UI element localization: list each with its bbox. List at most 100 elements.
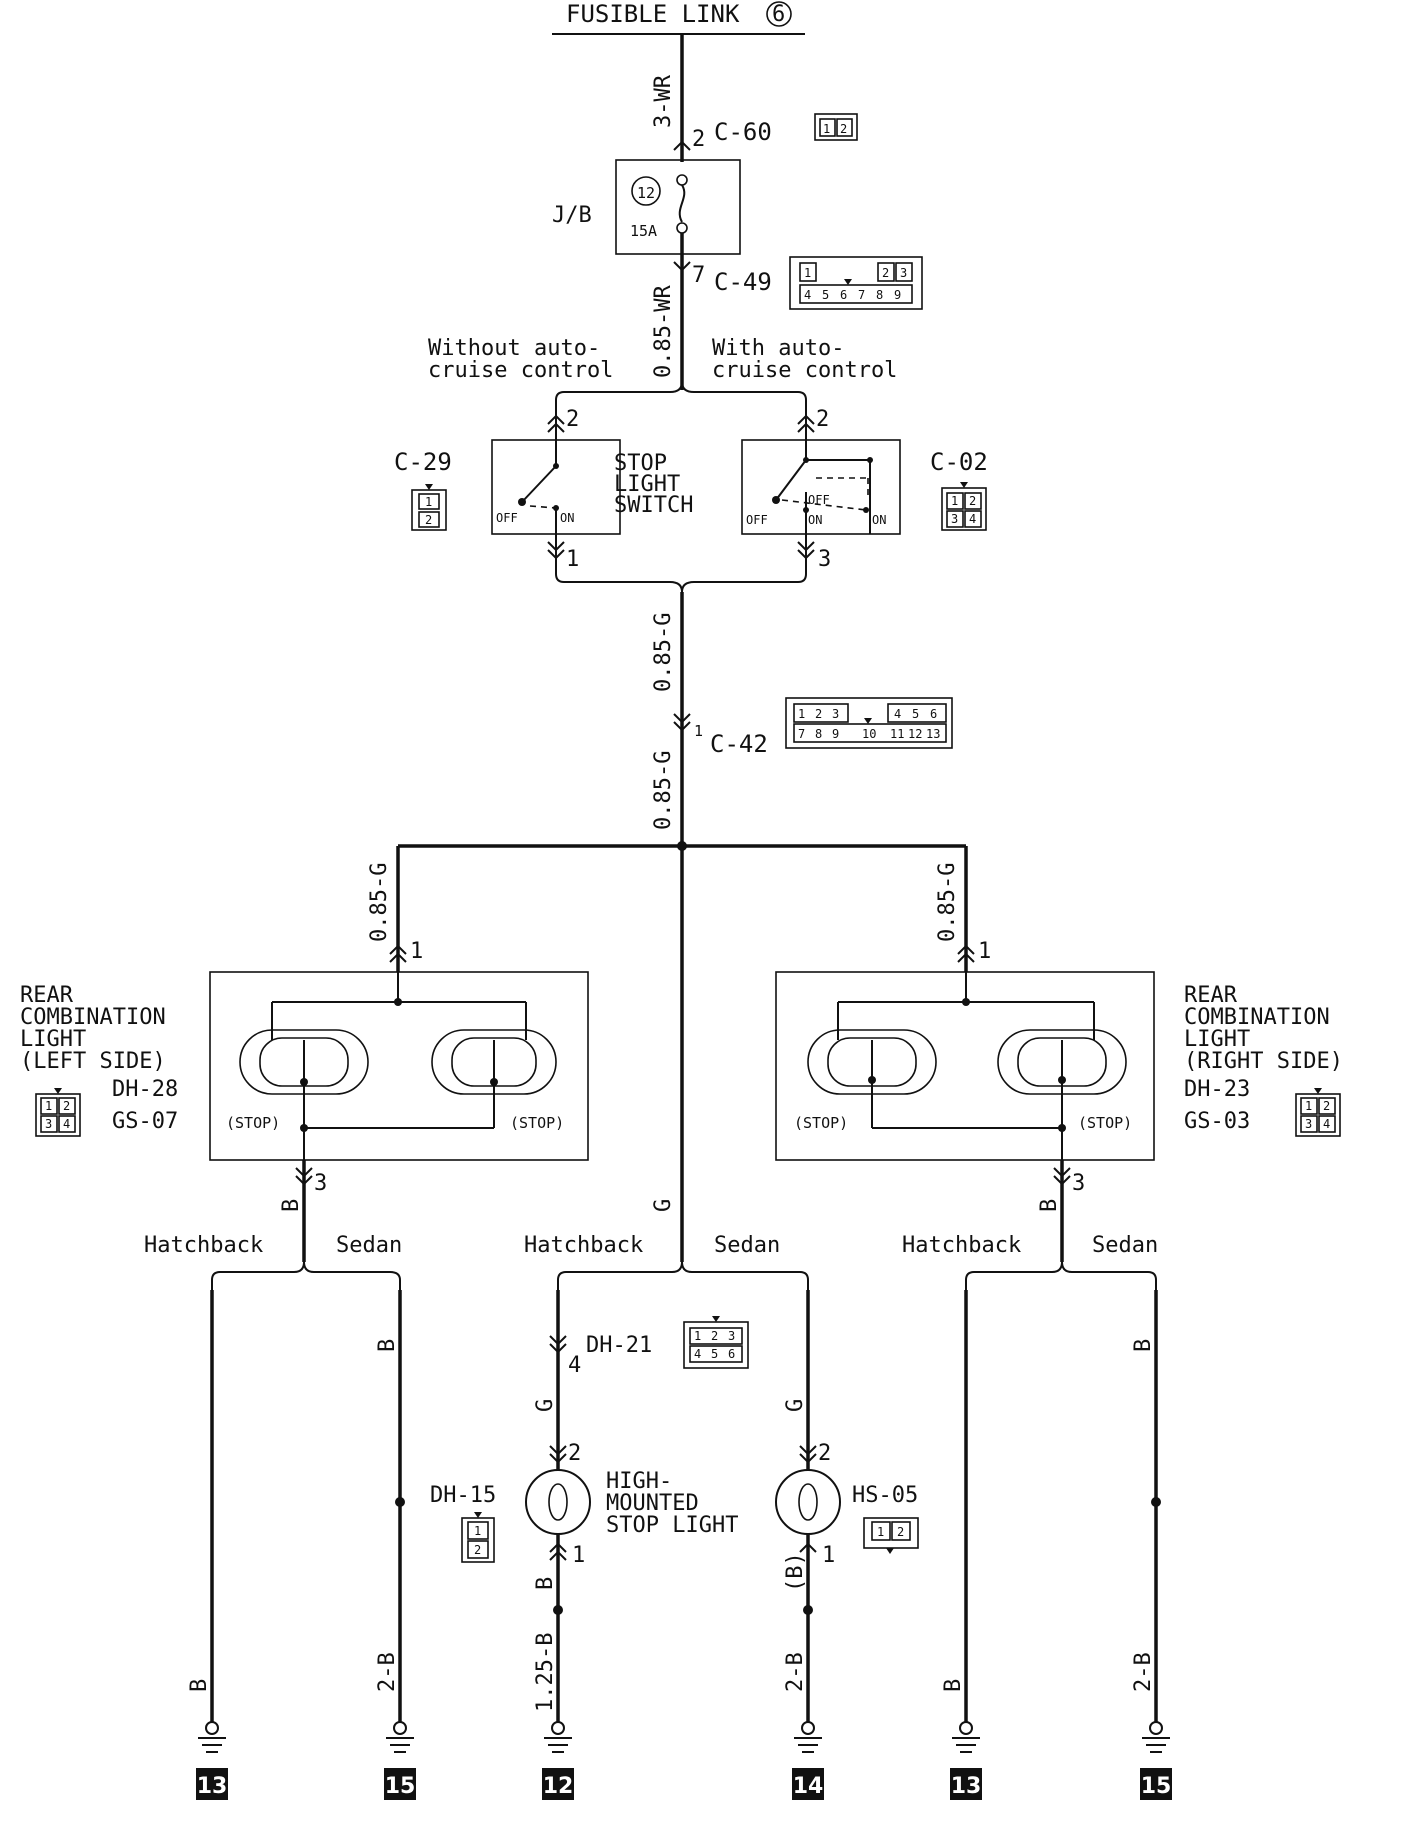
svg-text:3: 3 bbox=[818, 547, 831, 572]
svg-text:3: 3 bbox=[951, 512, 958, 526]
svg-text:1: 1 bbox=[823, 122, 830, 136]
svg-text:10: 10 bbox=[862, 727, 876, 741]
option-with-line1: With auto- bbox=[712, 336, 844, 361]
svg-text:ON: ON bbox=[560, 511, 574, 525]
svg-text:3: 3 bbox=[728, 1329, 735, 1343]
fusible-link-title: FUSIBLE LINK bbox=[566, 0, 740, 28]
rear-combination-light-left: (STOP) (STOP) bbox=[209, 971, 589, 1161]
high-mount-label-3: STOP LIGHT bbox=[606, 1513, 738, 1538]
connector-c60-label: C-60 bbox=[714, 118, 772, 146]
svg-text:6: 6 bbox=[728, 1347, 735, 1361]
rear-left-label-2: COMBINATION bbox=[20, 1005, 166, 1030]
rear-right-label-3: LIGHT bbox=[1184, 1027, 1250, 1052]
stop-switch-label-1: STOP bbox=[614, 451, 667, 476]
fuse-number-circle bbox=[631, 176, 661, 206]
option-brace-bottom bbox=[555, 562, 807, 593]
fusible-link-header: FUSIBLE LINK 6 bbox=[552, 0, 805, 35]
svg-text:2: 2 bbox=[566, 407, 579, 432]
rear-right-conn2: GS-03 bbox=[1184, 1109, 1250, 1134]
high-mount-label-1: HIGH- bbox=[606, 1469, 672, 1494]
svg-text:1: 1 bbox=[1305, 1099, 1312, 1113]
rear-left-label-1: REAR bbox=[20, 983, 74, 1008]
ground-number: 15 bbox=[385, 1774, 416, 1799]
ground-number-box bbox=[950, 1768, 982, 1800]
connector-arrow-c49 bbox=[673, 261, 691, 272]
wire-label-0-85-g-2: 0.85-G bbox=[651, 751, 676, 830]
fuse-terminal-top bbox=[676, 174, 688, 186]
connector-c42-icon: 1 2 3 4 5 6 7 8 9 10 11 12 13 bbox=[785, 697, 953, 749]
svg-text:13: 13 bbox=[926, 727, 940, 741]
svg-text:8: 8 bbox=[815, 727, 822, 741]
connector-c02-label: C-02 bbox=[930, 448, 988, 476]
wire-label-high-mount-gnd: 1.25-B bbox=[533, 1633, 558, 1712]
rear-right-connector-icon: 1 2 3 4 bbox=[1295, 1088, 1341, 1137]
svg-text:4: 4 bbox=[804, 288, 811, 302]
wire-label-hatchback-right: B bbox=[941, 1679, 966, 1692]
svg-text:7: 7 bbox=[798, 727, 805, 741]
ground-1: 15 bbox=[384, 1721, 416, 1800]
svg-text:4: 4 bbox=[694, 1347, 701, 1361]
option-with-line2: cruise control bbox=[712, 358, 897, 383]
svg-text:3: 3 bbox=[45, 1117, 52, 1131]
connector-c49-icon: 1 2 3 4 5 6 7 8 9 bbox=[789, 256, 923, 310]
svg-text:9: 9 bbox=[894, 288, 901, 302]
connector-hs05-label: HS-05 bbox=[852, 1483, 918, 1508]
ground-3: 14 bbox=[792, 1721, 824, 1800]
ground-4: 13 bbox=[950, 1721, 982, 1800]
wire-label-3-wr: 3-WR bbox=[651, 74, 676, 128]
wire-label-high-mount-out: B bbox=[533, 1577, 558, 1590]
high-mount-stop-light-sedan bbox=[775, 1469, 841, 1535]
svg-text:5: 5 bbox=[711, 1347, 718, 1361]
ground-number: 15 bbox=[1141, 1774, 1172, 1799]
rear-left-label-4: (LEFT SIDE) bbox=[20, 1049, 166, 1074]
svg-text:OFF: OFF bbox=[496, 511, 518, 525]
connector-dh15-icon: 1 2 bbox=[461, 1512, 495, 1563]
svg-text:2: 2 bbox=[897, 1525, 904, 1539]
wire-label-hatchback-left: B bbox=[187, 1679, 212, 1692]
wire-label-right-out: B bbox=[1037, 1199, 1062, 1212]
svg-text:2: 2 bbox=[815, 707, 822, 721]
wire-label-sedan-right-up: B bbox=[1131, 1339, 1156, 1352]
wire-label-g-center: G bbox=[651, 1199, 676, 1212]
connector-c29-icon: 1 2 bbox=[411, 484, 447, 531]
option-without-line1: Without auto- bbox=[428, 336, 600, 361]
connector-c42-label: C-42 bbox=[710, 730, 768, 758]
stop-switch-right: 2 OFF OFF ON ON 3 bbox=[741, 407, 901, 572]
pin-c60: 2 bbox=[692, 127, 705, 152]
ground-number-box bbox=[196, 1768, 228, 1800]
svg-text:2: 2 bbox=[969, 494, 976, 508]
wire-label-right-branch: 0.85-G bbox=[935, 863, 960, 942]
pin-rear-right-out: 3 bbox=[1072, 1171, 1085, 1196]
fusible-link-number: 6 bbox=[772, 2, 785, 27]
svg-text:2: 2 bbox=[840, 122, 847, 136]
svg-text:1: 1 bbox=[425, 495, 432, 509]
connector-c60-icon: 1 2 bbox=[814, 113, 858, 141]
svg-text:ON: ON bbox=[872, 513, 886, 527]
fuse-number: 12 bbox=[637, 184, 655, 202]
pin-rear-right-in: 1 bbox=[978, 939, 991, 964]
svg-text:7: 7 bbox=[858, 288, 865, 302]
svg-text:4: 4 bbox=[63, 1117, 70, 1131]
svg-text:3: 3 bbox=[832, 707, 839, 721]
svg-text:2: 2 bbox=[63, 1099, 70, 1113]
ground-5: 15 bbox=[1140, 1721, 1172, 1800]
svg-text:8: 8 bbox=[876, 288, 883, 302]
wire-label-left-out: B bbox=[279, 1199, 304, 1212]
ground-number: 13 bbox=[951, 1774, 982, 1799]
fuse-terminal-bottom bbox=[676, 222, 688, 234]
junction-block-label: J/B bbox=[552, 203, 592, 228]
ground-number-box bbox=[1140, 1768, 1172, 1800]
rear-right-label-2: COMBINATION bbox=[1184, 1005, 1330, 1030]
svg-text:OFF: OFF bbox=[808, 493, 830, 507]
wire-label-sedan-right-dn: 2-B bbox=[1131, 1652, 1156, 1692]
rear-right-label-1: REAR bbox=[1184, 983, 1238, 1008]
pin-c42: 1 bbox=[694, 722, 703, 740]
option-without-line2: cruise control bbox=[428, 358, 613, 383]
branch-sedan-right: Sedan bbox=[1092, 1233, 1158, 1258]
pin-dh21: 4 bbox=[568, 1353, 581, 1378]
rear-combination-light-right: (STOP) (STOP) bbox=[775, 971, 1155, 1161]
wire-label-0-85-g-1: 0.85-G bbox=[651, 613, 676, 692]
svg-text:(STOP): (STOP) bbox=[226, 1114, 280, 1132]
junction-block-box bbox=[615, 159, 741, 255]
ground-number: 12 bbox=[543, 1774, 574, 1799]
